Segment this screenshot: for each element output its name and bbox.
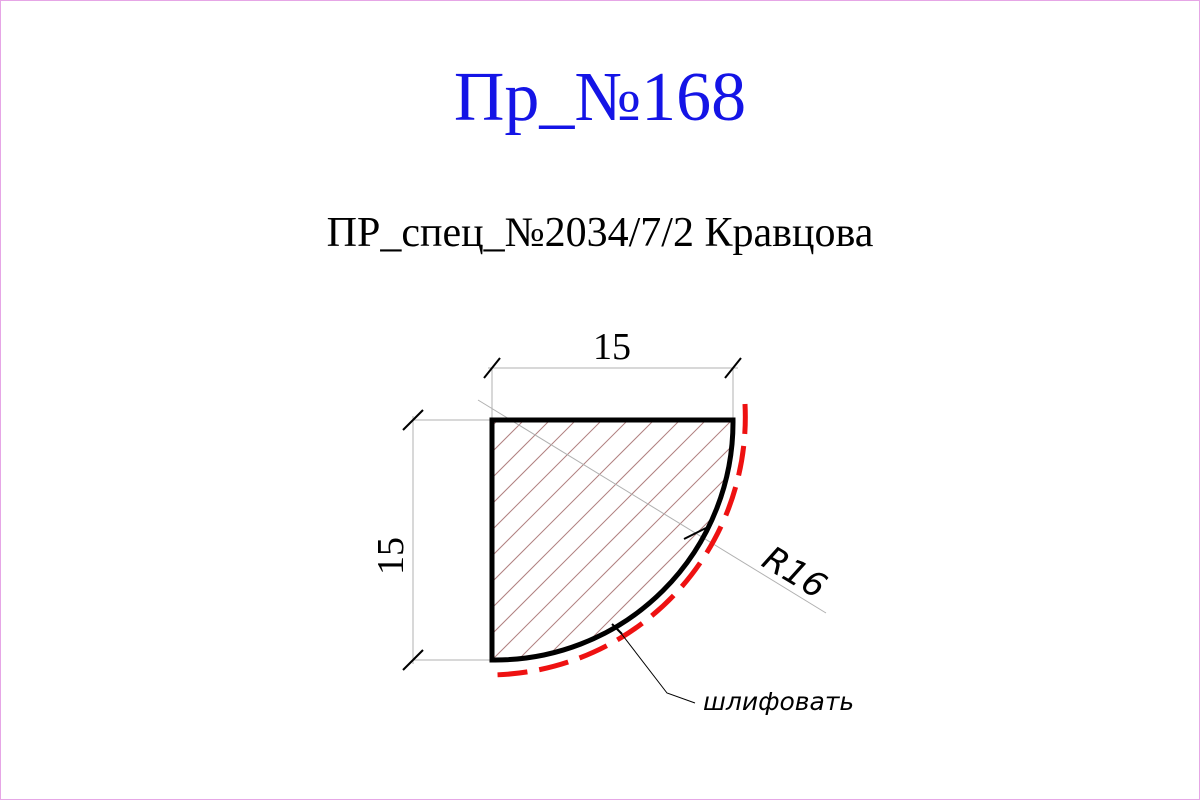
hatch-line [492, 420, 733, 661]
hatch-line [543, 420, 734, 661]
sanding-mark [489, 403, 748, 678]
hatch-line [492, 420, 707, 661]
hatch-line [752, 420, 992, 660]
hatch-line [1012, 420, 1200, 660]
hatch-line [725, 420, 734, 661]
profile-outline [489, 417, 736, 663]
hatch-line [492, 420, 629, 661]
hatch-line [804, 420, 1044, 660]
hatch-line [856, 420, 1096, 660]
sanding-note: шлифовать [703, 687, 854, 716]
extension-lines [412, 367, 827, 664]
radius-dimension: R16 [755, 538, 833, 607]
profile-subtitle: ПР_спец_№2034/7/2 Кравцова [326, 210, 874, 256]
hatch-line [492, 420, 577, 661]
dimension-ticks [402, 357, 742, 671]
hatch-line [934, 420, 1174, 660]
profile-title: Пр_№168 [453, 59, 747, 136]
hatch-line [830, 420, 1070, 660]
hatch-line [492, 420, 681, 661]
height-dimension: 15 [370, 537, 412, 575]
hatch-line [569, 420, 734, 661]
hatch-line [882, 420, 1122, 660]
hatch-line [986, 420, 1200, 660]
hatch-line [960, 420, 1200, 660]
note-leader-tick [611, 623, 623, 635]
hatch-line [232, 420, 472, 660]
hatch-line [492, 420, 603, 661]
hatch-line [492, 420, 551, 661]
hatch-line [647, 420, 734, 661]
hatch-line [778, 420, 1018, 660]
hatch-line [673, 420, 734, 661]
hatch-line [1038, 420, 1200, 660]
hatch-line [908, 420, 1148, 660]
note-leader [616, 627, 696, 704]
hatch-line [517, 420, 734, 661]
hatch-line [492, 420, 655, 661]
width-dimension: 15 [593, 326, 631, 368]
hatch-line [699, 420, 734, 661]
